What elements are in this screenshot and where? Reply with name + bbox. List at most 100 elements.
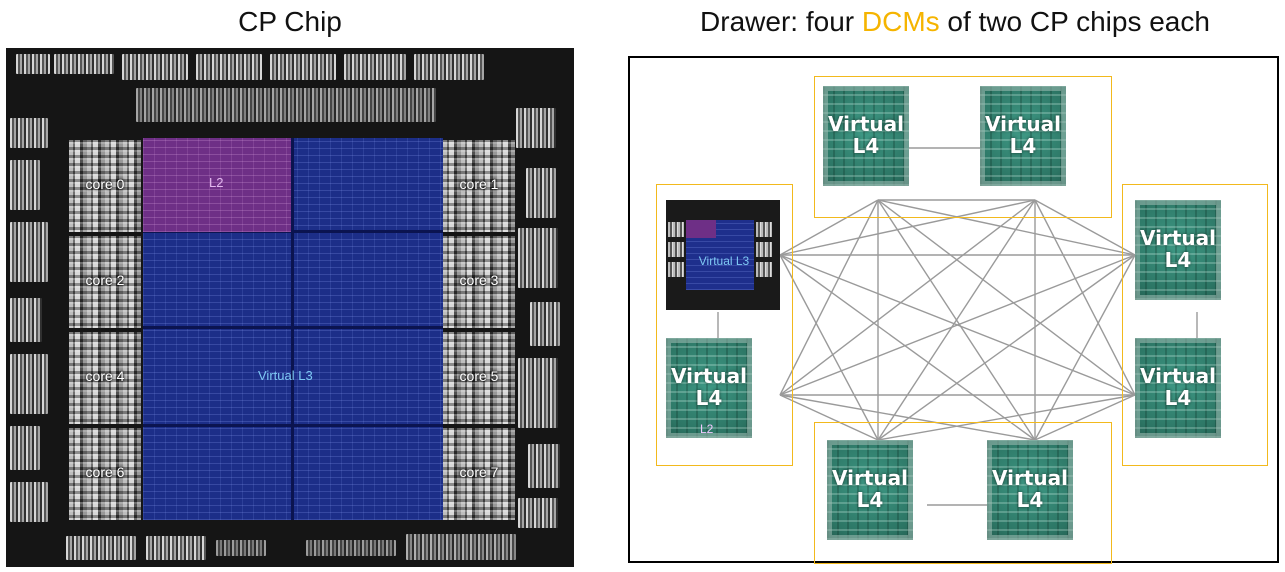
- cp-chip-virtual-l4: Virtual L4: [987, 440, 1073, 540]
- cache-divider: [291, 138, 294, 520]
- io-pad: [526, 168, 556, 218]
- drawer-title: Drawer: four DCMs of two CP chips each: [630, 6, 1280, 38]
- mini-core: [756, 222, 772, 237]
- link-line: [779, 199, 879, 256]
- cp-chip-virtual-l4: Virtual L4: [980, 86, 1066, 186]
- mini-l2-label: L2: [700, 422, 714, 436]
- cp-chip-die: core 0 core 1 core 2 core 3 core 4 core …: [6, 48, 574, 567]
- link-line: [877, 394, 1136, 441]
- link-line: [779, 254, 1036, 441]
- virtual-l4-label: Virtual L4: [671, 364, 747, 410]
- virtual-l4-label: Virtual L4: [985, 112, 1061, 158]
- core-1-label: core 1: [459, 176, 499, 192]
- virtual-l4-label: Virtual L4: [1140, 226, 1216, 272]
- core-4-label: core 4: [85, 368, 125, 384]
- core-1: core 1: [443, 140, 515, 232]
- io-pad: [518, 358, 558, 428]
- core-0: core 0: [69, 140, 141, 232]
- link-line: [1034, 199, 1136, 396]
- core-3-label: core 3: [459, 272, 499, 288]
- cp-chip-virtual-l4: Virtual L4: [666, 338, 752, 438]
- mini-l2-region: [686, 220, 716, 238]
- dcm-right: [1122, 184, 1268, 466]
- virtual-l4-label: Virtual L4: [828, 112, 904, 158]
- l2-label: L2: [209, 175, 224, 190]
- link-line: [877, 254, 1136, 441]
- core-0-label: core 0: [85, 176, 125, 192]
- core-3: core 3: [443, 236, 515, 328]
- io-pad: [122, 54, 188, 80]
- link-line: [779, 394, 1036, 441]
- link-line: [779, 199, 1036, 396]
- io-pad: [10, 160, 40, 210]
- core-5: core 5: [443, 332, 515, 424]
- io-pad: [530, 302, 560, 346]
- core-2: core 2: [69, 236, 141, 328]
- io-pad: [414, 54, 484, 80]
- virtual-l3-label: Virtual L3: [258, 368, 313, 383]
- io-pad: [10, 354, 48, 414]
- link-line: [877, 199, 1136, 256]
- core-4: core 4: [69, 332, 141, 424]
- link-line: [877, 199, 1036, 441]
- link-line: [1034, 394, 1136, 441]
- core-7-label: core 7: [459, 464, 499, 480]
- cp-chip-virtual-l4: Virtual L4: [1135, 338, 1221, 438]
- l2-region: [143, 138, 291, 232]
- link-line: [779, 394, 879, 441]
- io-pad: [16, 54, 50, 74]
- io-pad: [406, 534, 516, 560]
- cp-chip-title: CP Chip: [238, 6, 342, 37]
- mini-core: [668, 262, 684, 277]
- link-line: [779, 254, 879, 441]
- io-pad: [518, 498, 558, 528]
- io-pad: [306, 540, 396, 556]
- link-line: [1034, 199, 1136, 256]
- io-pad: [10, 426, 40, 470]
- link-line: [877, 199, 1136, 396]
- io-pad: [518, 228, 558, 288]
- io-pad: [10, 482, 48, 522]
- mini-core: [668, 222, 684, 237]
- core-6: core 6: [69, 428, 141, 520]
- cp-chip-thumbnail: L2: [666, 200, 780, 436]
- io-pad: [10, 222, 48, 282]
- io-pad: [196, 54, 262, 80]
- link-line: [1034, 254, 1136, 441]
- io-pad: [146, 536, 206, 560]
- virtual-l4-label: Virtual L4: [992, 466, 1068, 512]
- dcm-bottom: [814, 422, 1112, 564]
- dcm-left: [656, 184, 793, 466]
- link-line: [779, 199, 879, 396]
- io-pad: [344, 54, 406, 80]
- io-pad: [10, 298, 42, 342]
- cp-chip-virtual-l4: Virtual L4: [827, 440, 913, 540]
- virtual-l4-label: Virtual L4: [1140, 364, 1216, 410]
- core-5-label: core 5: [459, 368, 499, 384]
- core-2-label: core 2: [85, 272, 125, 288]
- drawer-title-prefix: Drawer: four: [700, 6, 862, 37]
- drawer-title-highlight: DCMs: [861, 6, 940, 37]
- io-pad: [270, 54, 336, 80]
- link-line: [779, 254, 1136, 396]
- io-pad: [54, 54, 114, 74]
- cp-chip-virtual-l4: Virtual L4: [823, 86, 909, 186]
- link-line: [779, 199, 1036, 256]
- io-pad: [528, 444, 560, 488]
- mini-virtual-l3-label: Virtual L3: [698, 254, 750, 268]
- io-pad: [66, 536, 136, 560]
- dcm-top: [814, 76, 1112, 218]
- virtual-l4-label: Virtual L4: [832, 466, 908, 512]
- mini-core: [756, 262, 772, 277]
- core-7: core 7: [443, 428, 515, 520]
- core-6-label: core 6: [85, 464, 125, 480]
- io-pad: [516, 108, 556, 148]
- cp-chip-virtual-l4: Virtual L4: [1135, 200, 1221, 300]
- mini-core: [756, 242, 772, 257]
- io-pad: [216, 540, 266, 556]
- mini-core: [668, 242, 684, 257]
- drawer-title-suffix: of two CP chips each: [939, 6, 1210, 37]
- io-pad: [10, 118, 48, 148]
- io-pad: [136, 88, 436, 122]
